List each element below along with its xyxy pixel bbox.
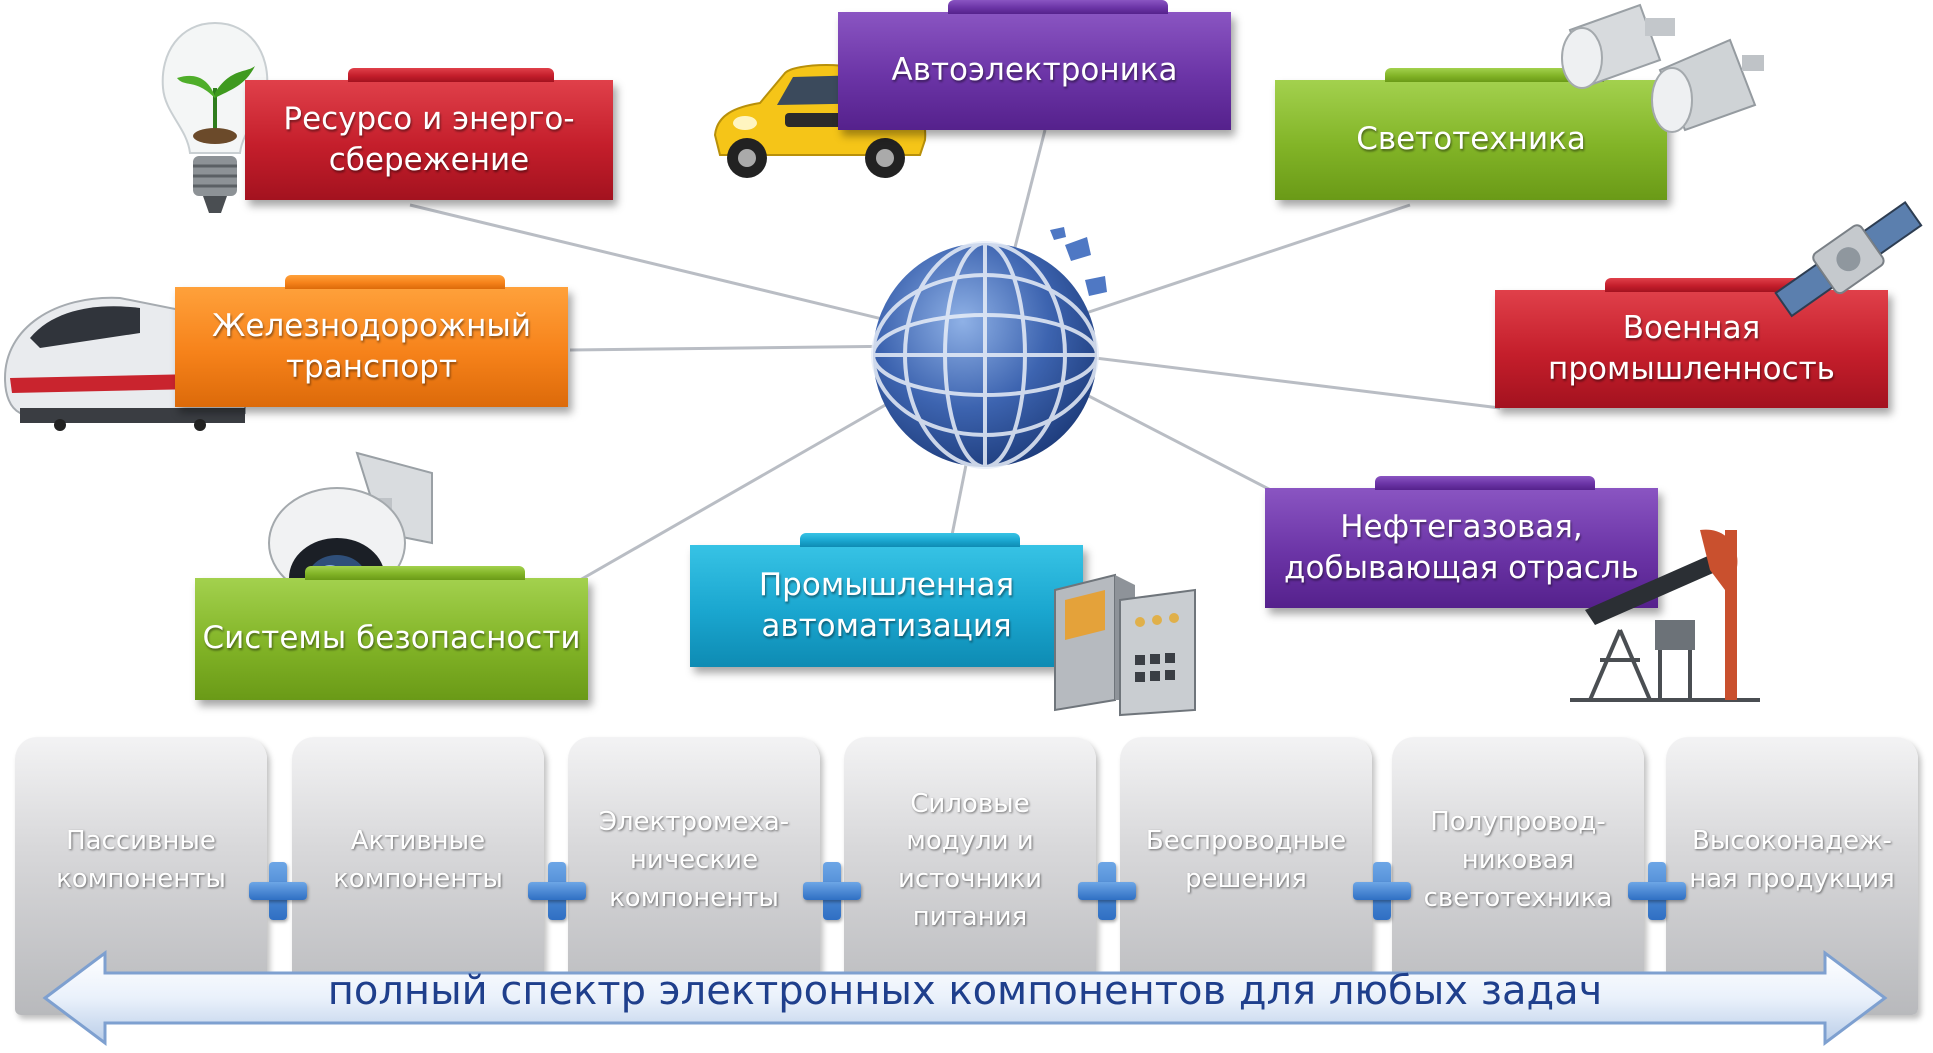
component-label: Беспроводные решения xyxy=(1145,826,1347,894)
plus-icon xyxy=(803,862,861,920)
plus-icon xyxy=(1628,862,1686,920)
plus-icon xyxy=(249,862,307,920)
component-card-electromechanical: Электромеха- нические компоненты xyxy=(568,737,820,1015)
spotlight-lamps-icon xyxy=(1561,3,1764,133)
satellite-icon xyxy=(1774,201,1923,318)
component-label: Электромеха- нические компоненты xyxy=(598,807,790,913)
banner-security-systems: Системы безопасности xyxy=(195,566,588,700)
plus-icon xyxy=(528,862,586,920)
lightbulb-plant-icon xyxy=(161,21,269,213)
control-cabinet-icon xyxy=(1054,573,1196,717)
component-label: Полупровод- никовая светотехника xyxy=(1423,807,1613,913)
oil-pump-icon xyxy=(1570,529,1760,702)
plus-icon xyxy=(1353,862,1411,920)
component-card-passive: Пассивные компоненты xyxy=(15,737,267,1015)
double-arrow-icon xyxy=(42,950,1888,1046)
banner-energy-saving: Ресурсо и энерго- сбережение xyxy=(245,68,613,200)
banner-railway: Железнодорожный транспорт xyxy=(175,275,568,407)
banner-auto-electronics: Автоэлектроника xyxy=(838,0,1231,130)
footer-caption: полный спектр электронных компонентов дл… xyxy=(327,968,1603,1014)
component-label: Активные компоненты xyxy=(333,826,503,894)
banner-industrial-automation: Промышленная автоматизация xyxy=(690,533,1083,667)
plus-icon xyxy=(1078,862,1136,920)
component-label: Пассивные компоненты xyxy=(56,826,226,894)
component-card-ssl-lighting: Полупровод- никовая светотехника xyxy=(1392,737,1644,1015)
banner-military: Военная промышленность xyxy=(1495,278,1888,408)
component-card-high-reliability: Высоконадеж- ная продукция xyxy=(1666,737,1918,1015)
banner-lighting: Светотехника xyxy=(1275,68,1667,200)
component-label: Высоконадеж- ная продукция xyxy=(1689,826,1895,894)
banner-oil-gas: Нефтегазовая, добывающая отрасль xyxy=(1265,476,1658,608)
component-card-power-modules: Силовые модули и источники питания xyxy=(844,737,1096,1015)
component-label: Силовые модули и источники питания xyxy=(897,788,1043,932)
globe-icon xyxy=(871,227,1107,469)
component-card-wireless: Беспроводные решения xyxy=(1120,737,1372,1015)
component-card-active: Активные компоненты xyxy=(292,737,544,1015)
